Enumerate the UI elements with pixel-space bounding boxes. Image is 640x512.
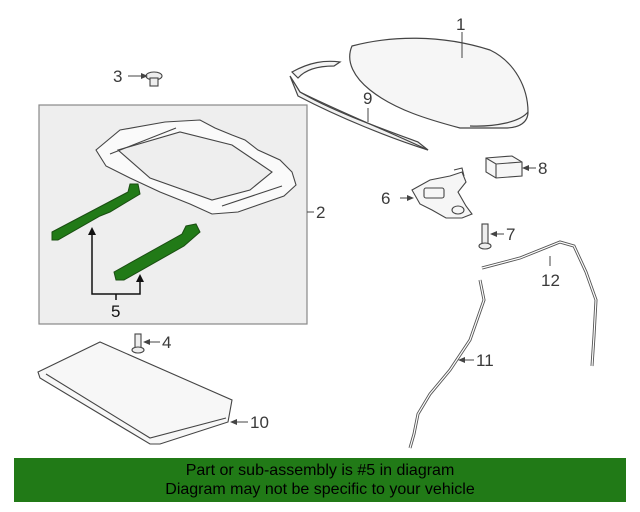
part-5-rails [51,183,201,281]
part-3-screw [145,71,163,87]
callout-12: 12 [541,271,560,290]
callout-5: 5 [111,302,120,321]
arrow-5-upper [88,227,96,235]
callout-9: 9 [363,89,372,108]
callout-8: 8 [538,159,547,178]
part-9-deflector [289,60,429,151]
part-12-drain-hose [481,240,598,367]
callout-7: 7 [506,225,515,244]
banner-line-1: Part or sub-assembly is #5 in diagram [185,462,455,479]
part-11-hose-highlight [409,279,485,449]
arrow-7 [490,231,497,237]
callout-4: 4 [162,333,171,352]
part-8-module [485,155,523,179]
info-banner: Part or sub-assembly is #5 in diagram Di… [14,458,626,502]
arrow-10 [230,419,237,425]
arrow-6 [407,195,414,201]
arrow-4 [143,339,150,345]
part-6-motor [411,167,473,219]
part-4-bolt [131,333,145,354]
callout-11: 11 [476,351,494,370]
banner-line-2: Diagram may not be specific to your vehi… [165,481,475,498]
callout-3: 3 [113,67,122,86]
part-11-drain-hose [408,279,486,449]
part-10-sunshade [37,341,233,445]
callout-6: 6 [381,189,390,208]
part-12-hose-highlight [481,241,597,367]
part-7-bolt [478,223,492,250]
callout-2: 2 [316,203,325,222]
part-2-sunroof-frame [95,119,297,215]
arrow-11 [458,357,465,363]
callout-10: 10 [250,413,269,432]
arrow-5-lower [136,274,144,282]
part-1-glass-panel [349,37,529,129]
rail-upper [51,183,141,241]
rail-lower [113,223,201,281]
callout-1: 1 [456,15,465,34]
arrow-3 [141,73,148,79]
arrow-8 [522,165,529,171]
